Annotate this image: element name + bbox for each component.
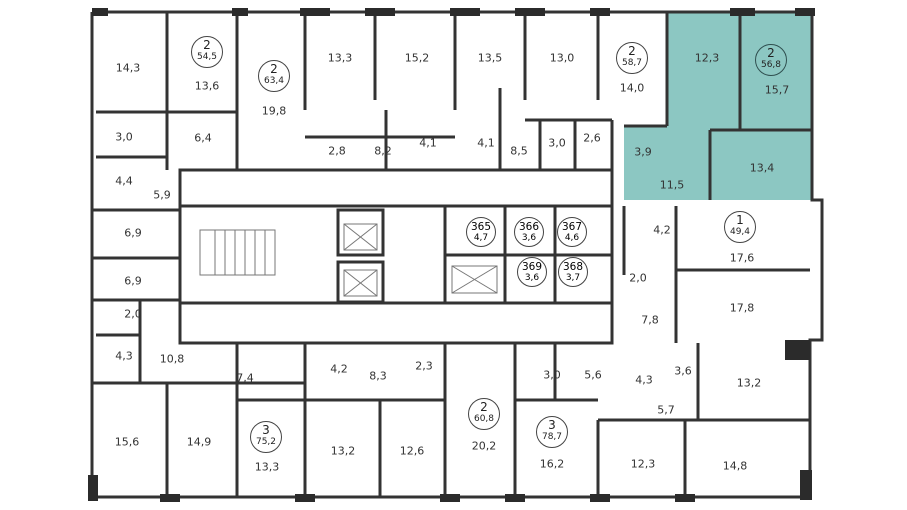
selected-apartment-area[interactable] (624, 12, 812, 200)
room-area-label: 13,2 (736, 376, 762, 390)
apartment-area: 49,4 (729, 227, 751, 237)
room-area-label: 4,3 (635, 373, 653, 387)
room-area-label: 13,4 (749, 161, 775, 175)
room-area-label: 5,9 (153, 188, 171, 202)
room-area-label: 4,4 (115, 174, 133, 188)
room-area-label: 6,9 (124, 226, 142, 240)
room-area-label: 7,8 (641, 313, 659, 327)
room-area-label: 13,2 (330, 444, 356, 458)
room-area-label: 6,4 (194, 131, 212, 145)
apartment-area: 58,7 (621, 58, 643, 68)
room-area-label: 4,3 (115, 349, 133, 363)
room-area-label: 13,5 (477, 51, 503, 65)
room-area-label: 4,2 (653, 223, 671, 237)
room-area-label: 2,0 (629, 271, 647, 285)
apartment-rooms: 3 (548, 418, 556, 432)
room-area-label: 17,6 (729, 251, 755, 265)
room-area-label: 7,4 (236, 371, 254, 385)
room-area-label: 19,8 (261, 104, 287, 118)
apartment-area: 60,8 (473, 414, 495, 424)
room-area-label: 15,7 (764, 83, 790, 97)
storage-area: 3,6 (521, 233, 537, 243)
room-area-label: 8,5 (510, 144, 528, 158)
apartment-area: 56,8 (760, 60, 782, 70)
room-area-label: 2,8 (328, 144, 346, 158)
room-area-label: 3,0 (548, 136, 566, 150)
apartment-rooms: 2 (480, 400, 488, 414)
stairs-icon (199, 229, 276, 276)
room-area-label: 14,0 (619, 81, 645, 95)
storage-area: 4,7 (473, 233, 489, 243)
storage-area: 3,6 (524, 273, 540, 283)
storage-number: 368 (562, 261, 584, 273)
apartment-rooms: 2 (767, 46, 775, 60)
apartment-area: 78,7 (541, 432, 563, 442)
wall-columns (88, 8, 815, 502)
room-area-label: 20,2 (471, 439, 497, 453)
room-area-label: 12,3 (694, 51, 720, 65)
room-area-label: 17,8 (729, 301, 755, 315)
room-area-label: 10,8 (159, 352, 185, 366)
apartment-rooms: 1 (736, 213, 744, 227)
storage-number: 365 (470, 221, 492, 233)
storage-area: 4,6 (564, 233, 580, 243)
walls (90, 10, 824, 499)
room-area-label: 14,9 (186, 435, 212, 449)
room-area-label: 6,9 (124, 274, 142, 288)
room-area-label: 5,6 (584, 368, 602, 382)
room-area-label: 14,3 (115, 61, 141, 75)
room-area-label: 4,2 (330, 362, 348, 376)
room-area-label: 3,0 (543, 368, 561, 382)
room-area-label: 2,6 (583, 131, 601, 145)
room-area-label: 5,7 (657, 403, 675, 417)
room-area-label: 11,5 (659, 178, 685, 192)
storage-number: 366 (518, 221, 540, 233)
room-area-label: 14,8 (722, 459, 748, 473)
storage-area: 3,7 (565, 273, 581, 283)
room-area-label: 13,3 (327, 51, 353, 65)
storage-number: 369 (521, 261, 543, 273)
room-area-label: 4,1 (419, 136, 437, 150)
room-area-label: 2,0 (124, 307, 142, 321)
room-area-label: 15,2 (404, 51, 430, 65)
room-area-label: 12,6 (399, 444, 425, 458)
room-area-label: 12,3 (630, 457, 656, 471)
room-area-label: 8,2 (374, 144, 392, 158)
room-area-label: 3,0 (115, 130, 133, 144)
room-area-label: 13,6 (194, 79, 220, 93)
elevator-icons (343, 223, 498, 297)
apartment-rooms: 2 (203, 38, 211, 52)
apartment-rooms: 2 (270, 62, 278, 76)
room-area-label: 13,0 (549, 51, 575, 65)
apartment-rooms: 3 (262, 423, 270, 437)
apartment-area: 75,2 (255, 437, 277, 447)
room-area-label: 3,9 (634, 145, 652, 159)
room-area-label: 13,3 (254, 460, 280, 474)
apartment-area: 63,4 (263, 76, 285, 86)
room-area-label: 2,3 (415, 359, 433, 373)
apartment-rooms: 2 (628, 44, 636, 58)
room-area-label: 3,6 (674, 364, 692, 378)
apartment-area: 54,5 (196, 52, 218, 62)
room-area-label: 15,6 (114, 435, 140, 449)
room-area-label: 16,2 (539, 457, 565, 471)
room-area-label: 4,1 (477, 136, 495, 150)
storage-number: 367 (561, 221, 583, 233)
room-area-label: 8,3 (369, 369, 387, 383)
